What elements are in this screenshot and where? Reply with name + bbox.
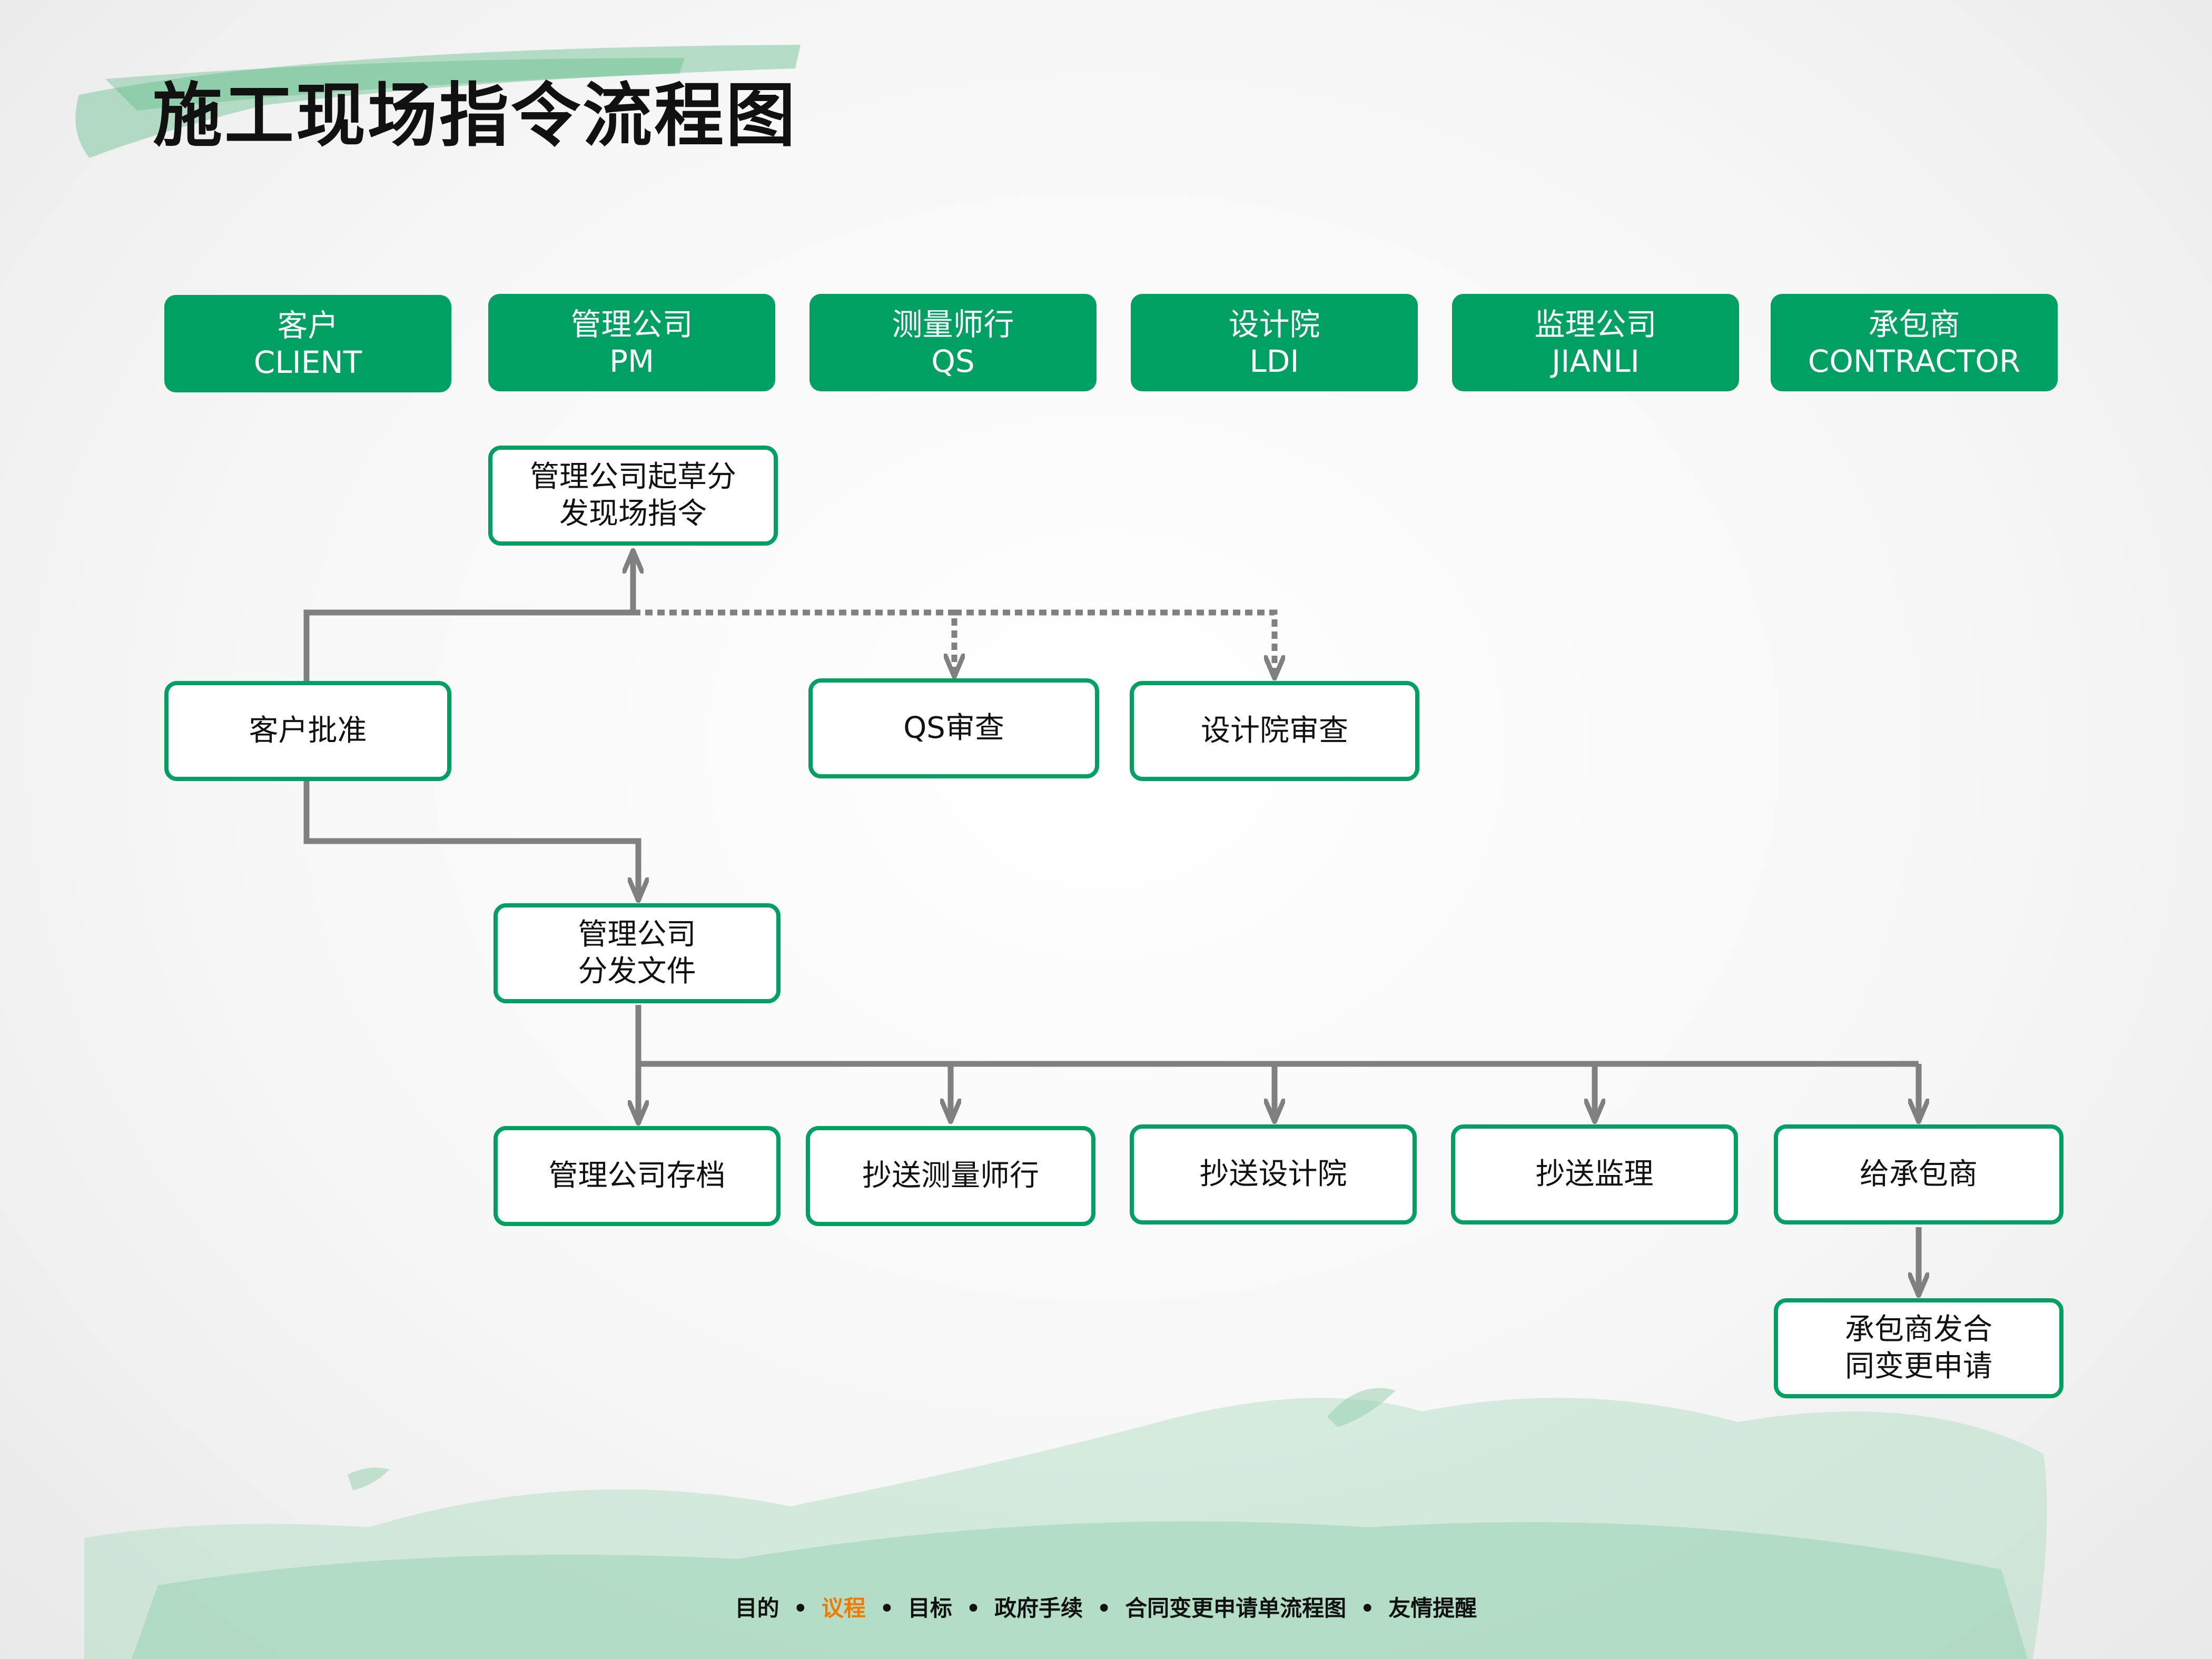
- header-jianli: 监理公司 JIANLI: [1452, 294, 1739, 391]
- header-ldi-en: LDI: [1249, 343, 1299, 379]
- node-to-contractor-label: 给承包商: [1860, 1157, 1978, 1191]
- footer-sep: •: [1360, 1595, 1375, 1621]
- node-cc-qs-label: 抄送测量师行: [862, 1159, 1039, 1193]
- footer-sep: •: [793, 1595, 808, 1621]
- node-ldi-review: 设计院审查: [1130, 681, 1419, 781]
- node-pm-archive-label: 管理公司存档: [548, 1159, 726, 1193]
- header-client-en: CLIENT: [253, 344, 362, 380]
- node-client-approve-label: 客户批准: [249, 714, 367, 748]
- line-distribute-bus: [635, 1005, 1919, 1067]
- node-cc-qs: 抄送测量师行: [806, 1126, 1095, 1226]
- node-pm-distribute-line1: 管理公司: [578, 917, 696, 952]
- node-to-contractor: 给承包商: [1774, 1124, 2063, 1224]
- page-title: 施工现场指令流程图: [153, 75, 797, 156]
- node-pm-draft-line1: 管理公司起草分: [530, 460, 736, 494]
- node-contractor-change-line1: 承包商发合: [1845, 1312, 1992, 1347]
- node-cc-jianli: 抄送监理: [1451, 1124, 1738, 1224]
- footer-sep: •: [880, 1595, 894, 1621]
- footer-sep: •: [966, 1595, 981, 1621]
- footer-nav: 目的 • 议程 • 目标 • 政府手续 • 合同变更申请单流程图 • 友情提醒: [0, 1591, 2212, 1623]
- arrow-client-to-pm-draft: [303, 550, 633, 682]
- node-contractor-change-line2: 同变更申请: [1845, 1349, 1992, 1384]
- footer-nav-goal[interactable]: 目标: [907, 1595, 952, 1621]
- node-pm-draft-instruction: 管理公司起草分 发现场指令: [488, 446, 778, 546]
- header-pm: 管理公司 PM: [488, 294, 775, 391]
- node-client-approve: 客户批准: [164, 681, 451, 781]
- dotted-arrow-to-ldi-review: [954, 609, 1275, 678]
- header-qs-cn: 测量师行: [892, 306, 1014, 342]
- header-qs-en: QS: [931, 343, 975, 379]
- footer-nav-purpose[interactable]: 目的: [735, 1595, 779, 1621]
- header-client: 客户 CLIENT: [164, 295, 451, 392]
- node-qs-review: QS审查: [808, 678, 1099, 778]
- header-client-cn: 客户: [277, 307, 339, 343]
- node-contractor-change-request: 承包商发合 同变更申请: [1774, 1298, 2063, 1398]
- footer-nav-gov-procedures[interactable]: 政府手续: [994, 1595, 1083, 1621]
- node-pm-distribute-line2: 分发文件: [578, 954, 696, 989]
- node-cc-ldi-label: 抄送设计院: [1199, 1157, 1347, 1191]
- footer-sep: •: [1097, 1595, 1111, 1621]
- footer-nav-change-flowchart[interactable]: 合同变更申请单流程图: [1125, 1595, 1347, 1621]
- header-pm-en: PM: [609, 343, 655, 379]
- dotted-arrow-to-qs-review: [633, 609, 954, 677]
- header-pm-cn: 管理公司: [570, 306, 693, 342]
- header-contractor: 承包商 CONTRACTOR: [1771, 294, 2058, 391]
- footer-nav-agenda[interactable]: 议程: [821, 1595, 866, 1621]
- header-ldi-cn: 设计院: [1228, 306, 1320, 342]
- header-ldi: 设计院 LDI: [1131, 294, 1418, 391]
- header-jianli-en: JIANLI: [1552, 343, 1640, 379]
- header-qs: 测量师行 QS: [809, 294, 1097, 391]
- node-pm-distribute: 管理公司 分发文件: [493, 903, 781, 1003]
- node-pm-draft-line2: 发现场指令: [559, 497, 707, 531]
- arrow-client-to-pm-distribute: [303, 779, 638, 901]
- header-contractor-cn: 承包商: [1868, 306, 1960, 342]
- node-cc-ldi: 抄送设计院: [1130, 1124, 1417, 1224]
- header-contractor-en: CONTRACTOR: [1808, 343, 2021, 379]
- node-pm-archive: 管理公司存档: [493, 1126, 781, 1226]
- footer-nav-reminder[interactable]: 友情提醒: [1388, 1595, 1477, 1621]
- header-jianli-cn: 监理公司: [1534, 306, 1657, 342]
- node-ldi-review-label: 设计院审查: [1201, 714, 1348, 748]
- node-cc-jianli-label: 抄送监理: [1535, 1157, 1654, 1191]
- node-qs-review-label: QS审查: [903, 711, 1004, 745]
